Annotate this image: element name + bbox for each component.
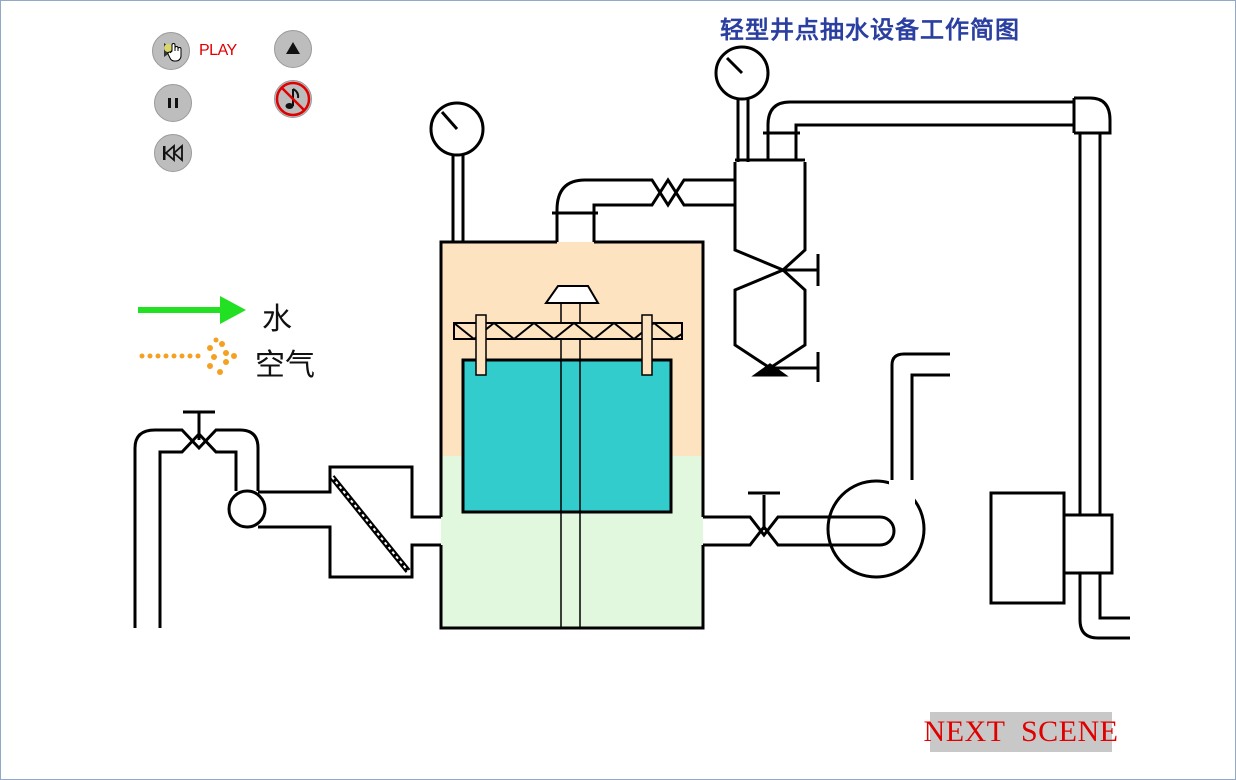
vacuum-pump bbox=[989, 491, 1130, 640]
rewind-button[interactable] bbox=[154, 134, 192, 172]
filter-box bbox=[258, 465, 441, 579]
legend-air-dots bbox=[139, 337, 237, 375]
next-scene-button[interactable]: NEXT SCENE bbox=[924, 712, 1118, 752]
legend-water-arrow bbox=[138, 296, 246, 324]
pause-button[interactable] bbox=[154, 84, 192, 122]
float-rod bbox=[560, 304, 581, 628]
pause-icon bbox=[168, 98, 178, 108]
tank-outlet-pipe bbox=[703, 491, 896, 547]
centrifugal-pump bbox=[826, 352, 950, 579]
truss-bar bbox=[453, 314, 683, 376]
legend-water-label: 水 bbox=[262, 302, 292, 337]
music-muted-icon bbox=[275, 81, 311, 117]
eject-button[interactable] bbox=[274, 30, 312, 68]
well-point-pipe bbox=[133, 410, 267, 628]
exhaust-pipe bbox=[763, 96, 1112, 515]
tank-top-pipe bbox=[552, 177, 735, 242]
play-button[interactable] bbox=[152, 32, 190, 70]
float-box bbox=[461, 358, 673, 514]
vacuum-gauge-left bbox=[429, 101, 485, 242]
mute-button[interactable] bbox=[274, 80, 312, 118]
rewind-to-start-icon bbox=[163, 144, 183, 162]
play-label[interactable]: PLAY bbox=[199, 42, 237, 59]
legend-air-label: 空气 bbox=[255, 348, 315, 383]
vacuum-gauge-right bbox=[714, 45, 770, 162]
play-hand-icon bbox=[164, 43, 182, 62]
eject-icon bbox=[286, 42, 300, 54]
diagram-title: 轻型井点抽水设备工作简图 bbox=[720, 15, 1020, 44]
water-separator bbox=[733, 158, 820, 382]
float-valve-cap bbox=[544, 285, 600, 304]
